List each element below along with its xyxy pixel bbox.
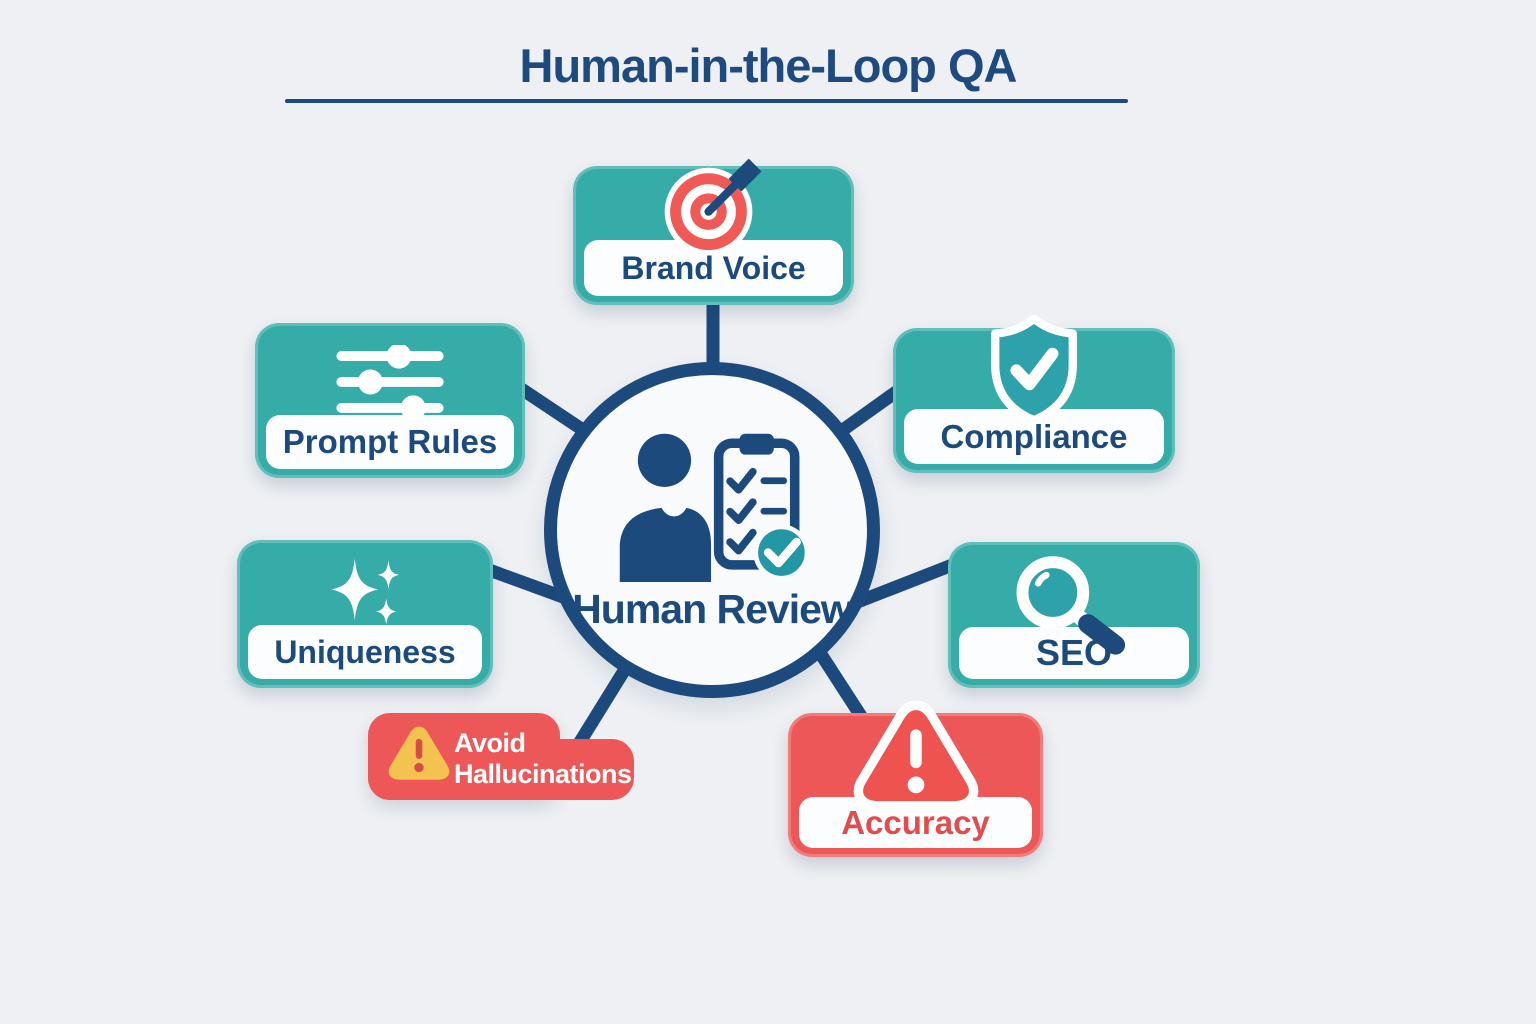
node-label-strip: SEO xyxy=(959,627,1189,679)
node-label: Avoid Hallucinations xyxy=(454,728,632,790)
center-node-human-review: Human Review xyxy=(544,362,880,698)
node-prompt-rules: Prompt Rules xyxy=(255,323,525,478)
title-underline xyxy=(285,99,1128,103)
node-label-strip: Uniqueness xyxy=(248,625,482,679)
node-label: Brand Voice xyxy=(621,249,806,286)
shield-check-icon xyxy=(991,314,1077,425)
target-dart-icon xyxy=(664,158,762,256)
node-label: Prompt Rules xyxy=(282,423,498,460)
connector-seo xyxy=(848,553,972,610)
sparkles-icon xyxy=(331,558,400,625)
page-title: Human-in-the-Loop QA xyxy=(519,39,1018,92)
warning-triangle-icon xyxy=(853,700,978,810)
node-accuracy: Accuracy xyxy=(788,700,1043,857)
magnifier-icon xyxy=(1016,556,1126,655)
avoid-label-line2: Hallucinations xyxy=(454,759,632,789)
avoid-label-line1: Avoid xyxy=(454,728,526,758)
node-avoid-hallucinations: Avoid Hallucinations xyxy=(368,713,634,800)
sliders-icon xyxy=(336,345,444,419)
node-uniqueness: Uniqueness xyxy=(237,540,493,688)
node-compliance: Compliance xyxy=(893,314,1175,473)
node-label: Uniqueness xyxy=(274,633,456,670)
node-label-strip: Prompt Rules xyxy=(266,415,514,469)
node-seo: SEO xyxy=(948,542,1200,688)
warning-triangle-icon xyxy=(388,726,450,780)
node-brand-voice: Brand Voice xyxy=(573,158,854,305)
center-node-label: Human Review xyxy=(572,585,853,632)
person-checklist-icon xyxy=(619,433,810,582)
